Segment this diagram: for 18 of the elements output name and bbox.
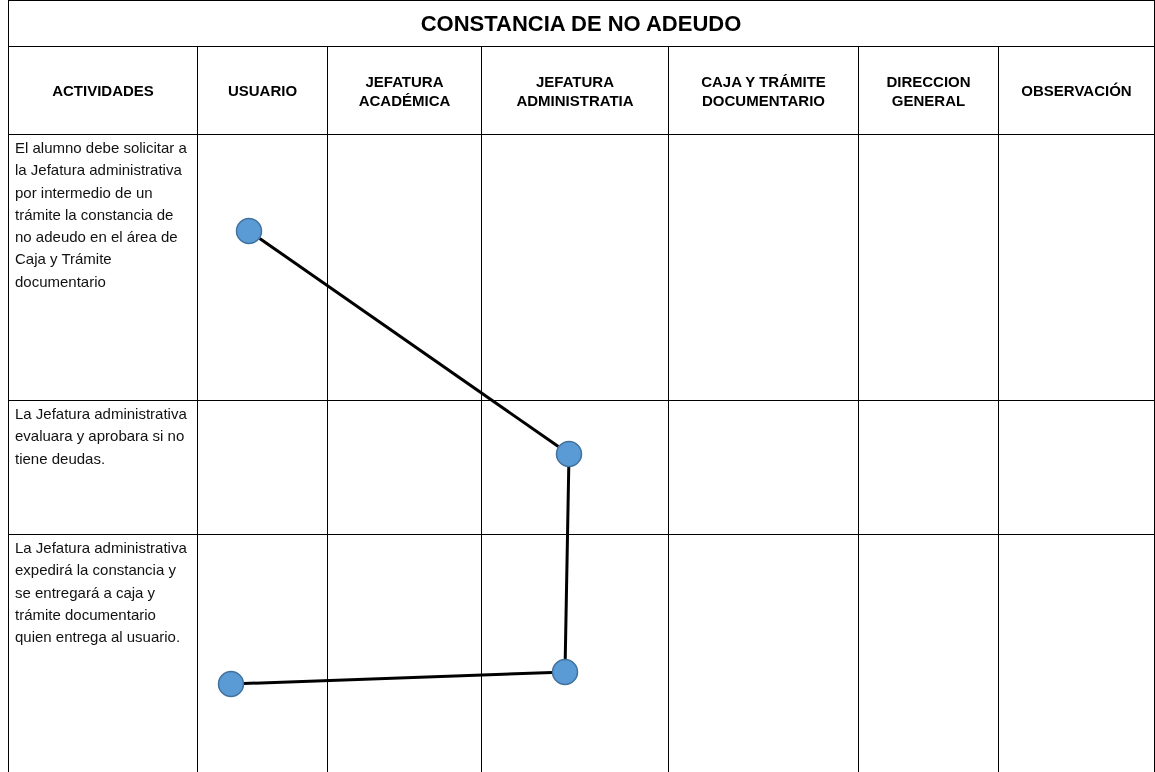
connector-line	[243, 670, 553, 686]
table-title: CONSTANCIA DE NO ADEUDO	[419, 9, 743, 38]
column-header: JEFATURA ADMINISTRATIA	[515, 71, 635, 111]
column-header: DIRECCION GENERAL	[885, 71, 972, 111]
step-circle	[551, 658, 579, 686]
activity-text: El alumno debe solicitar a la Jefatura administrativa por intermedio de un trámite la constancia de no adeudo en el área de Caja y Trámite documentario	[14, 138, 188, 292]
column-header: JEFATURA ACADÉMICA	[357, 71, 452, 111]
column-header: USUARIO	[226, 81, 299, 101]
activity-text: La Jefatura administrativa expedirá la constancia y se entregará a caja y trámite documentario quien entrega al usuario.	[14, 538, 188, 648]
connector-line	[258, 237, 560, 448]
column-header: OBSERVACIÓN	[1020, 81, 1133, 101]
connector-line	[563, 466, 571, 660]
activity-text: La Jefatura administrativa evaluara y aprobara si no tiene deudas.	[14, 404, 188, 469]
column-header: ACTIVIDADES	[51, 81, 155, 101]
step-circle	[235, 217, 263, 245]
column-header: CAJA Y TRÁMITE DOCUMENTARIO	[700, 71, 827, 111]
step-circle	[217, 670, 245, 698]
step-circle	[555, 440, 583, 468]
